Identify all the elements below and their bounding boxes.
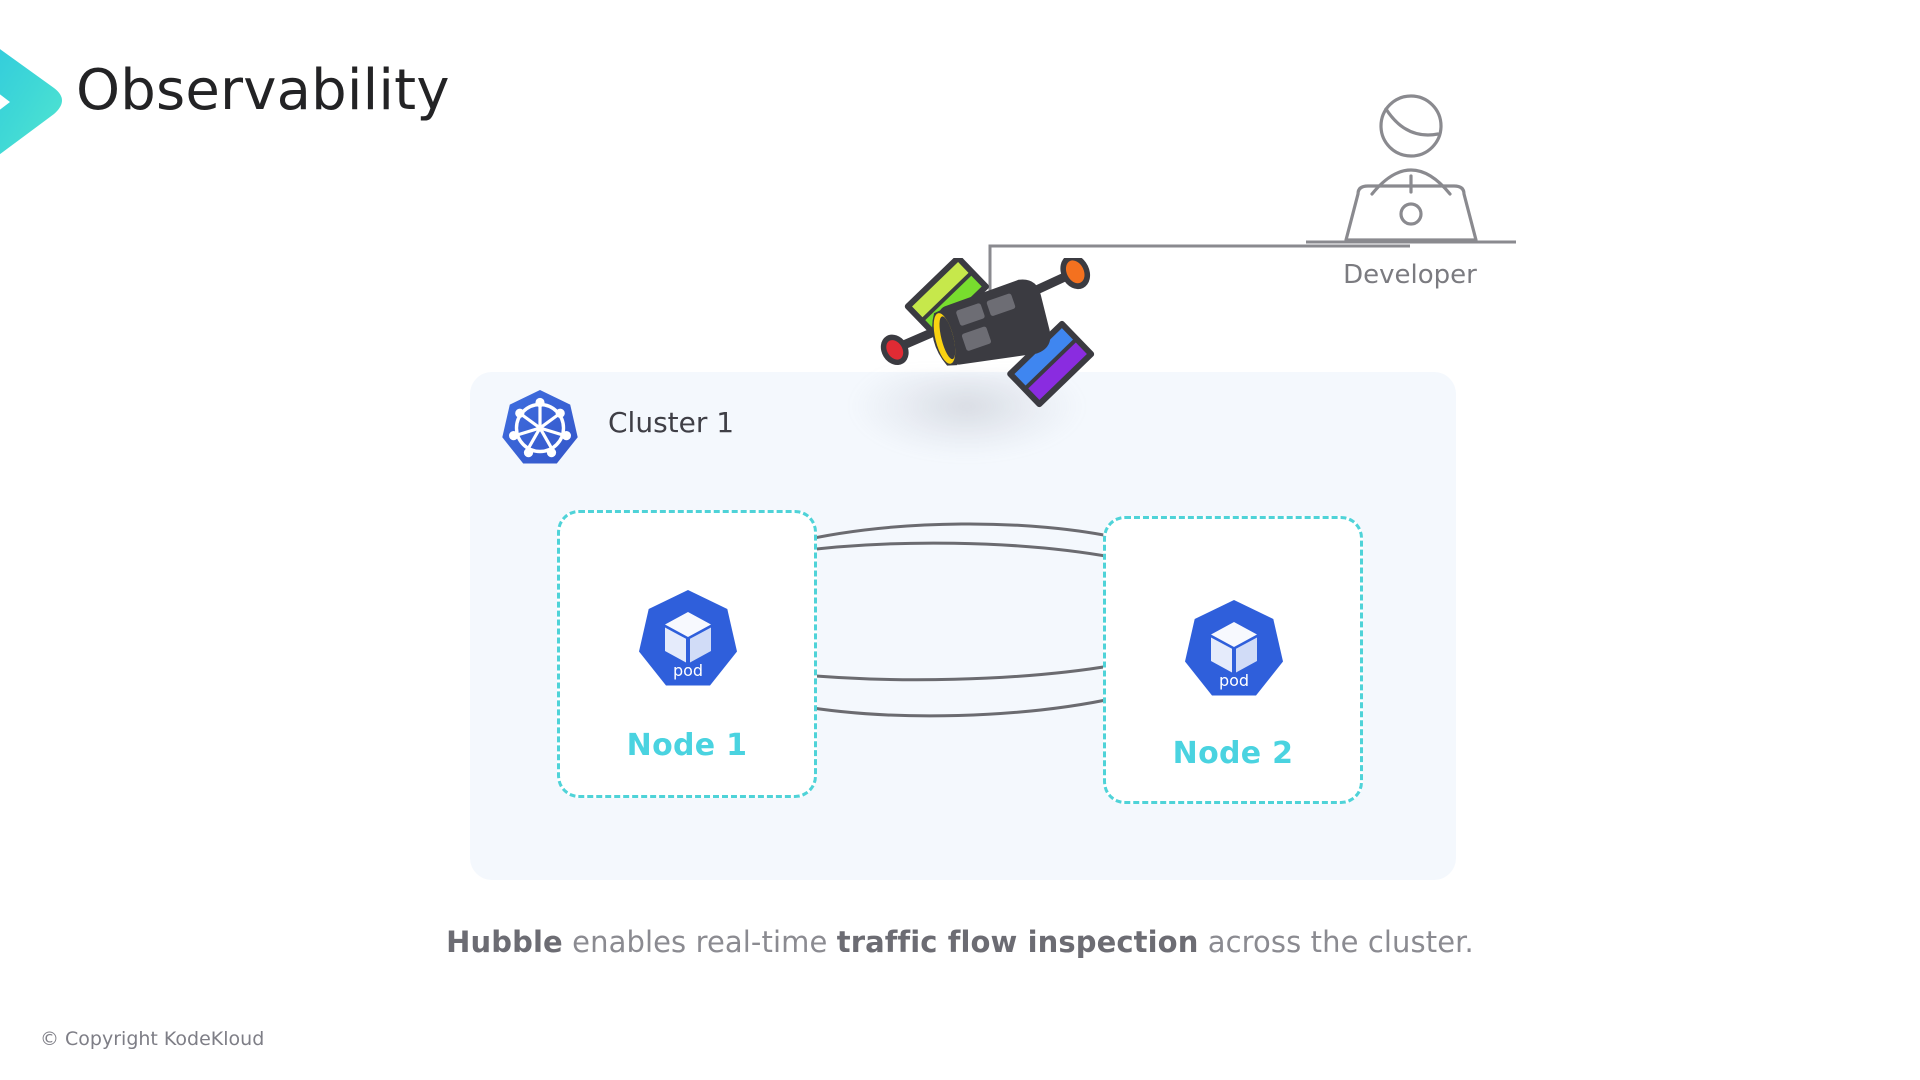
developer-at-laptop-icon: [1304, 94, 1518, 244]
page-title: Observability: [76, 58, 450, 123]
pod-node-1: pod: [636, 588, 740, 692]
brand-chevron-logo: [0, 22, 70, 182]
developer-icon-group: [1304, 84, 1518, 284]
caption-text-2: across the cluster.: [1198, 925, 1474, 959]
kubernetes-logo-icon: [500, 388, 580, 468]
node-label-node-2: Node 2: [1172, 736, 1294, 771]
kubernetes-pod-icon: pod: [639, 590, 737, 686]
pod-label: pod: [673, 661, 703, 680]
caption-bold-hubble: Hubble: [446, 925, 563, 959]
kubernetes-pod-icon: pod: [1185, 600, 1283, 696]
slide-caption: Hubble enables real-time traffic flow in…: [0, 925, 1920, 959]
pod-node-2: pod: [1182, 598, 1286, 702]
chevron-logo-icon: [0, 49, 62, 155]
pod-label: pod: [1219, 671, 1249, 690]
hubble-satellite: [880, 254, 1120, 418]
developer-label: Developer: [1343, 260, 1477, 290]
caption-text-1: enables real-time: [562, 925, 837, 959]
node-label-node-1: Node 1: [626, 728, 748, 763]
cluster-label: Cluster 1: [608, 406, 735, 439]
footer-copyright: © Copyright KodeKloud: [40, 1028, 265, 1050]
satellite-telescope-icon: [880, 254, 1095, 408]
caption-bold-traffic: traffic flow inspection: [836, 925, 1199, 959]
